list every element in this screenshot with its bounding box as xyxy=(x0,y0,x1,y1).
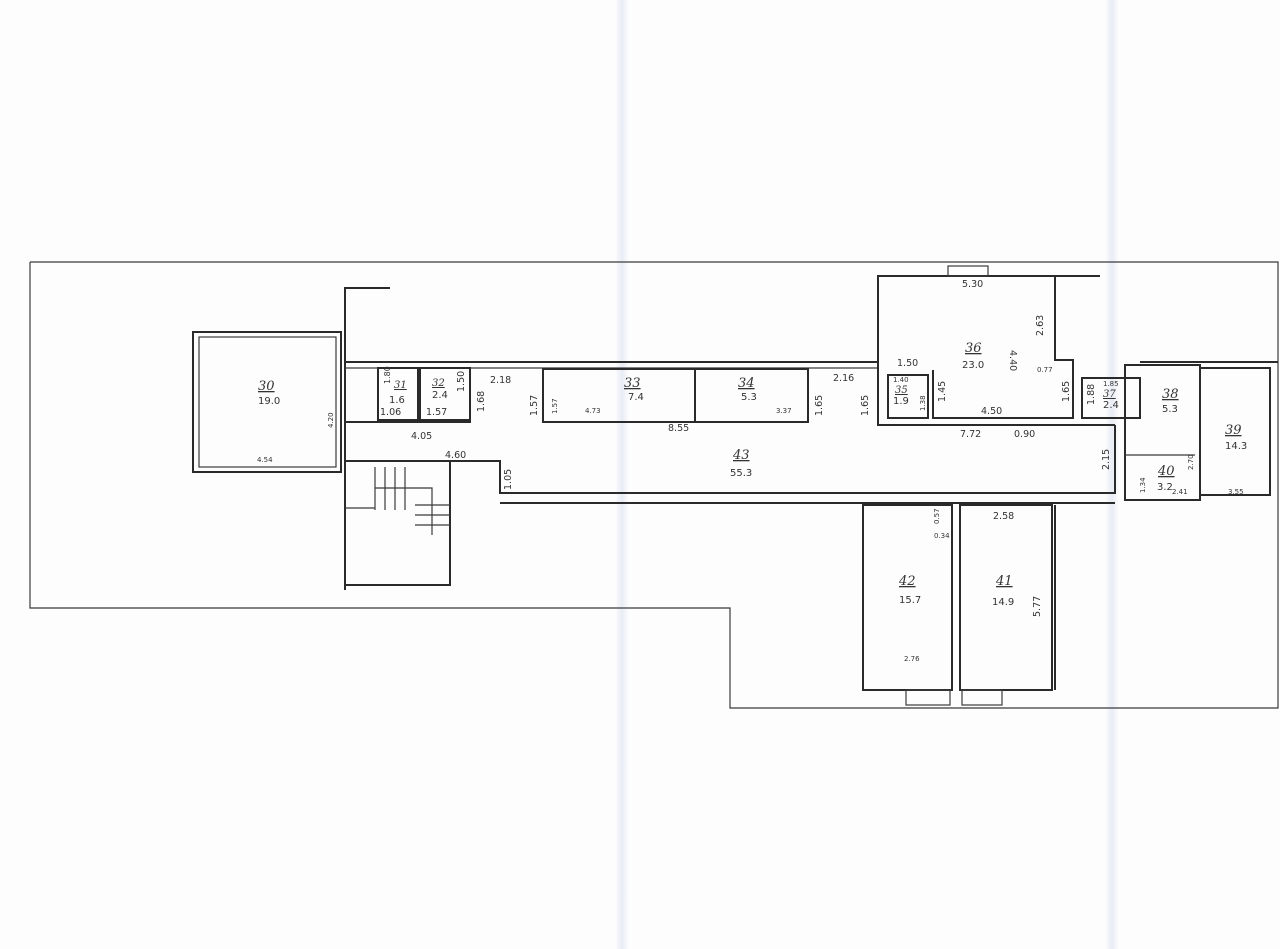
dimension-label: 1.80 xyxy=(383,366,392,384)
dimension-label: 4.60 xyxy=(445,450,466,461)
room-number: 42 xyxy=(898,574,916,589)
room-area: 55.3 xyxy=(730,468,752,479)
room-number: 31 xyxy=(394,380,407,391)
dimension-label: 2.16 xyxy=(833,373,854,384)
door xyxy=(961,689,1003,706)
staircase xyxy=(344,460,451,586)
site-boundary xyxy=(29,261,1279,709)
dimension-label: 2.76 xyxy=(904,655,920,663)
dimension-label: 2.18 xyxy=(490,375,511,386)
paper-fold-line xyxy=(615,0,629,949)
room-area: 1.9 xyxy=(893,396,909,407)
dimension-label: 1.05 xyxy=(503,469,514,490)
dimension-label: 3.55 xyxy=(1228,488,1244,496)
dimension-label: 5.30 xyxy=(962,279,983,290)
room-number: 38 xyxy=(1162,387,1179,402)
dimension-label: 1.06 xyxy=(380,407,401,418)
dimension-label: 4.54 xyxy=(257,456,273,464)
room-36-wall xyxy=(877,275,1074,419)
dimension-label: 0.77 xyxy=(1037,366,1053,374)
dimension-label: 1.50 xyxy=(456,371,467,392)
room-area: 2.4 xyxy=(432,390,448,401)
room-number: 41 xyxy=(995,574,1013,589)
room-39-wall xyxy=(1199,367,1271,496)
dimension-label: 2.70 xyxy=(1187,454,1195,470)
dimension-label: 2.41 xyxy=(1172,488,1188,496)
dimension-label: 1.40 xyxy=(893,376,909,384)
dimension-label: 4.50 xyxy=(981,406,1002,417)
dimension-label: 1.65 xyxy=(860,395,871,416)
dimension-label: 1.57 xyxy=(529,395,540,416)
room-area: 14.9 xyxy=(992,597,1014,608)
room-33-wall xyxy=(542,368,696,423)
wc-block-wall xyxy=(345,368,471,423)
room-32-wall xyxy=(419,367,471,421)
dimension-label: 4.73 xyxy=(585,407,601,415)
dimension-label: 1.34 xyxy=(1139,477,1147,493)
room-number: 39 xyxy=(1225,423,1242,438)
room-area: 1.6 xyxy=(389,395,405,406)
room-area: 14.3 xyxy=(1225,441,1247,452)
room-37-wall xyxy=(1081,377,1141,419)
room-41-wall xyxy=(959,504,1053,691)
room-area: 3.2 xyxy=(1157,482,1173,493)
dimension-label: 1.65 xyxy=(814,395,825,416)
room-number: 43 xyxy=(732,448,750,463)
dimension-label: 1.50 xyxy=(897,358,918,369)
room-area: 7.4 xyxy=(628,392,644,403)
dimension-label: 3.37 xyxy=(776,407,792,415)
door xyxy=(905,689,951,706)
room-number: 33 xyxy=(624,376,641,391)
dimension-label: 1.88 xyxy=(1086,384,1097,405)
room-area: 15.7 xyxy=(899,595,921,606)
dimension-label: 0.90 xyxy=(1014,429,1035,440)
room-number: 30 xyxy=(258,379,275,394)
dimension-label: 2.63 xyxy=(1035,315,1046,336)
room-30-wall xyxy=(192,331,342,473)
dimension-label: 1.57 xyxy=(551,398,559,414)
dimension-label: 4.05 xyxy=(411,431,432,442)
room-35-wall xyxy=(887,374,929,419)
corridor-wall xyxy=(344,287,390,590)
dimension-label: 1.85 xyxy=(1103,380,1119,388)
room-34-wall xyxy=(694,368,809,423)
dimension-label: 1.38 xyxy=(919,395,927,411)
dimension-label: 0.57 xyxy=(933,508,941,524)
room-30-inner-wall xyxy=(198,336,337,468)
wall xyxy=(877,362,1115,426)
dimension-label: 2.58 xyxy=(993,511,1014,522)
room-38-40-wall xyxy=(1124,364,1201,501)
room-area: 19.0 xyxy=(258,396,280,407)
dimension-label: 0.34 xyxy=(934,532,950,540)
dimension-label: 2.15 xyxy=(1101,449,1112,470)
dimension-label: 1.68 xyxy=(476,391,487,412)
dimension-label: 4.20 xyxy=(327,412,335,428)
room-number: 36 xyxy=(965,341,982,356)
room-area: 5.3 xyxy=(1162,404,1178,415)
room-number: 35 xyxy=(895,385,908,396)
stair-steps xyxy=(345,467,450,535)
room-area: 2.4 xyxy=(1103,400,1119,411)
dimension-label: 4.40 xyxy=(1007,350,1018,371)
room-number: 37 xyxy=(1103,389,1116,400)
room-number: 32 xyxy=(432,378,445,389)
paper-fold-line xyxy=(1105,0,1119,949)
dimension-label: 8.55 xyxy=(668,423,689,434)
dimension-label: 1.65 xyxy=(1061,381,1072,402)
room-number: 40 xyxy=(1157,464,1175,479)
dimension-label: 5.77 xyxy=(1032,596,1043,617)
dimension-label: 1.45 xyxy=(937,381,948,402)
room-number: 34 xyxy=(738,376,755,391)
room-area: 5.3 xyxy=(741,392,757,403)
window xyxy=(947,265,989,277)
dimension-label: 7.72 xyxy=(960,429,981,440)
dimension-label: 1.57 xyxy=(426,407,447,418)
room-31-wall xyxy=(377,367,419,421)
room-area: 23.0 xyxy=(962,360,984,371)
